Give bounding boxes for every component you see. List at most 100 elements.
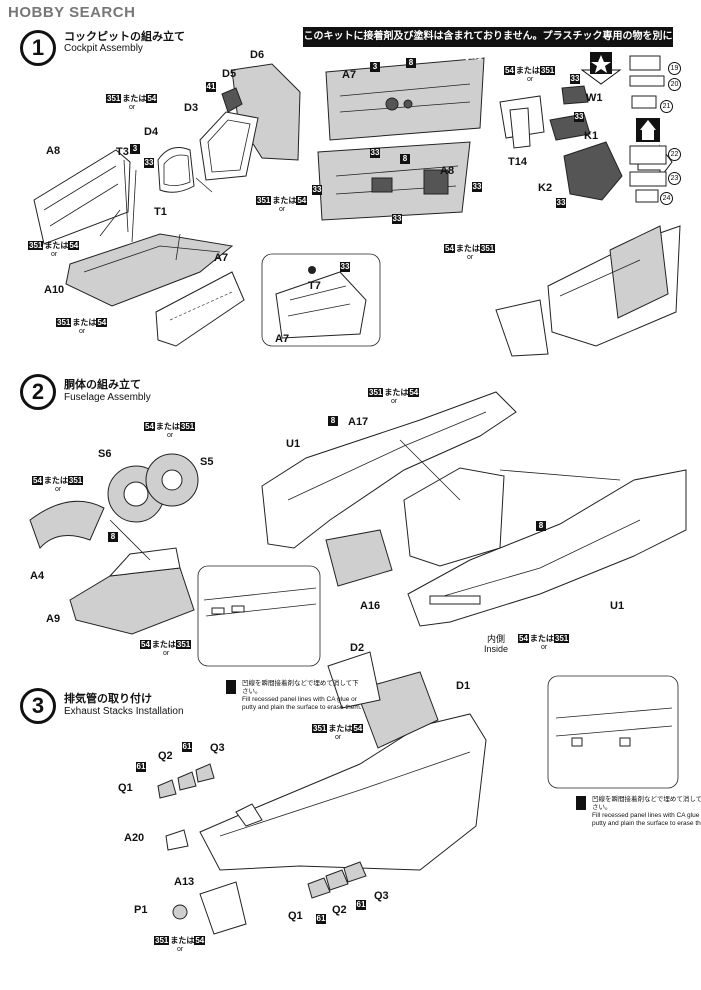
- q1-top: [157, 779, 177, 799]
- label-a17: A17: [348, 416, 369, 428]
- code-8-b: 8: [400, 154, 410, 164]
- panel-upper: [325, 57, 485, 141]
- label-t3: T3: [116, 146, 129, 158]
- code-33-t7: 33: [340, 262, 350, 272]
- q1-bot: [307, 877, 331, 899]
- label-d3: D3: [184, 102, 199, 114]
- label-u1-left: U1: [286, 438, 301, 450]
- code-8-e: 8: [536, 521, 546, 531]
- step-1-number: 1: [20, 30, 56, 66]
- putty-icon: [226, 680, 236, 694]
- code-33-h: 33: [556, 198, 566, 208]
- label-s6: S6: [98, 448, 112, 460]
- code-33-c: 33: [312, 185, 322, 195]
- label-d4: D4: [144, 126, 159, 138]
- part-small: [325, 529, 393, 587]
- label-a16: A16: [360, 600, 381, 612]
- code-8-a: 8: [406, 58, 416, 68]
- code-33-f: 33: [570, 74, 580, 84]
- decal-23: 23: [668, 172, 681, 185]
- code-3-b: 3: [370, 62, 380, 72]
- part-d2-shape: [327, 651, 381, 709]
- label-d2: D2: [350, 642, 365, 654]
- fill-note-left: 凹線を瞬間接着剤などで埋めて消して下さい。Fill recessed panel…: [242, 680, 362, 711]
- label-t1: T1: [154, 206, 167, 218]
- label-a8-right: A8: [440, 165, 455, 177]
- step-3-title-jp: 排気管の取り付け: [64, 693, 152, 705]
- q2-bot: [325, 869, 349, 891]
- label-q2-bot: Q2: [332, 904, 347, 916]
- label-t14: T14: [508, 156, 527, 168]
- part-a10-shape: [65, 233, 234, 307]
- part-d5-shape: [221, 87, 243, 113]
- label-d6: D6: [250, 49, 265, 61]
- step-1-title-jp: コックピットの組み立て: [64, 31, 185, 43]
- step-3-title-en: Exhaust Stacks Installation: [64, 706, 184, 717]
- code-33-b: 33: [370, 148, 380, 158]
- code-61-c: 61: [356, 900, 366, 910]
- code-61-b: 61: [136, 762, 146, 772]
- decal-20: 20: [668, 78, 681, 91]
- label-q3-top: Q3: [210, 742, 225, 754]
- code-33-d: 33: [472, 182, 482, 192]
- label-d1: D1: [456, 680, 471, 692]
- label-k1: K1: [584, 130, 599, 142]
- label-a10: A10: [44, 284, 65, 296]
- part-k2-shape: [563, 141, 623, 201]
- label-q3-bot: Q3: [374, 890, 389, 902]
- label-k2: K2: [538, 182, 553, 194]
- fuselage-a16: [407, 469, 687, 627]
- label-a13: A13: [174, 876, 195, 888]
- code-33-a: 33: [144, 158, 154, 168]
- step-3-number: 3: [20, 688, 56, 724]
- part-a8-shape: [33, 149, 131, 245]
- cockpit-mid: [403, 467, 505, 567]
- step-2-number: 2: [20, 374, 56, 410]
- code-8-c: 8: [108, 532, 118, 542]
- part-a20-shape: [165, 829, 189, 851]
- label-a20: A20: [124, 832, 145, 844]
- code-3-a: 3: [130, 144, 140, 154]
- label-t7: T7: [308, 280, 321, 292]
- fuselage-a17: [261, 391, 517, 549]
- adhesive-notice: このキットに接着剤及び塗料は含まれておりません。プラスチック専用の物を別にお求め…: [303, 27, 673, 62]
- label-d5: D5: [222, 68, 237, 80]
- label-a8-left: A8: [46, 145, 61, 157]
- code-41: 41: [206, 82, 216, 92]
- step-2-title-en: Fuselage Assembly: [64, 392, 151, 403]
- part-a4-shape: [29, 500, 105, 549]
- part-d3-shape: [199, 111, 259, 181]
- label-a7-inset: A7: [275, 333, 290, 345]
- part-p1-shape: [172, 904, 188, 920]
- label-a9: A9: [46, 613, 61, 625]
- inset-left-box: [197, 565, 321, 667]
- label-u1-right: U1: [610, 600, 625, 612]
- label-q1-top: Q1: [118, 782, 133, 794]
- q3-top: [195, 763, 215, 783]
- label-q1-bot: Q1: [288, 910, 303, 922]
- q2-top: [177, 771, 197, 791]
- star-icon: [591, 55, 611, 73]
- part-a9-shape: [69, 567, 195, 635]
- decal-24: 24: [660, 192, 673, 205]
- fill-note-right: 凹線を瞬間接着剤などで埋めて消して下さい。Fill recessed panel…: [592, 796, 701, 827]
- label-p1: P1: [134, 904, 148, 916]
- label-q2-top: Q2: [158, 750, 173, 762]
- decal-19: 19: [668, 62, 681, 75]
- part-w1-shape: [561, 85, 589, 105]
- part-a7-shape: [155, 271, 245, 347]
- code-33-e: 33: [392, 214, 402, 224]
- q3-bot: [343, 861, 367, 883]
